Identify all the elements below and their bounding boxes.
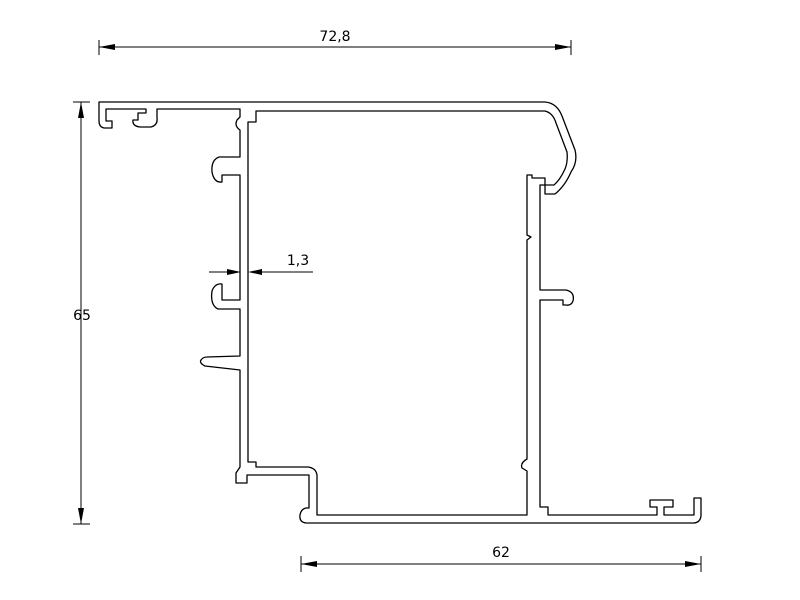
dimension-bottom-width: 62 [300, 545, 702, 572]
arrowhead-right [555, 44, 571, 50]
arrowhead-right [685, 561, 701, 567]
aluminium-profile-outline [98, 101, 702, 524]
arrowhead-left [99, 44, 115, 50]
arrowhead-bottom [78, 508, 84, 524]
dimension-overall-width: 72,8 [98, 29, 572, 55]
profile-inner-cavity [247, 110, 568, 516]
arrowhead-left [227, 269, 241, 275]
dimension-wall-thickness: 1,3 [209, 253, 313, 275]
arrowhead-right [248, 269, 262, 275]
profile-outer-contour [98, 101, 702, 524]
dimension-label-bottom-width: 62 [492, 545, 510, 561]
dimension-label-wall-thickness: 1,3 [287, 253, 309, 269]
arrowhead-left [301, 561, 317, 567]
dimension-label-height: 65 [73, 308, 91, 324]
dimension-label-overall-width: 72,8 [319, 29, 350, 45]
arrowhead-top [78, 102, 84, 118]
dimension-height: 65 [73, 101, 91, 525]
